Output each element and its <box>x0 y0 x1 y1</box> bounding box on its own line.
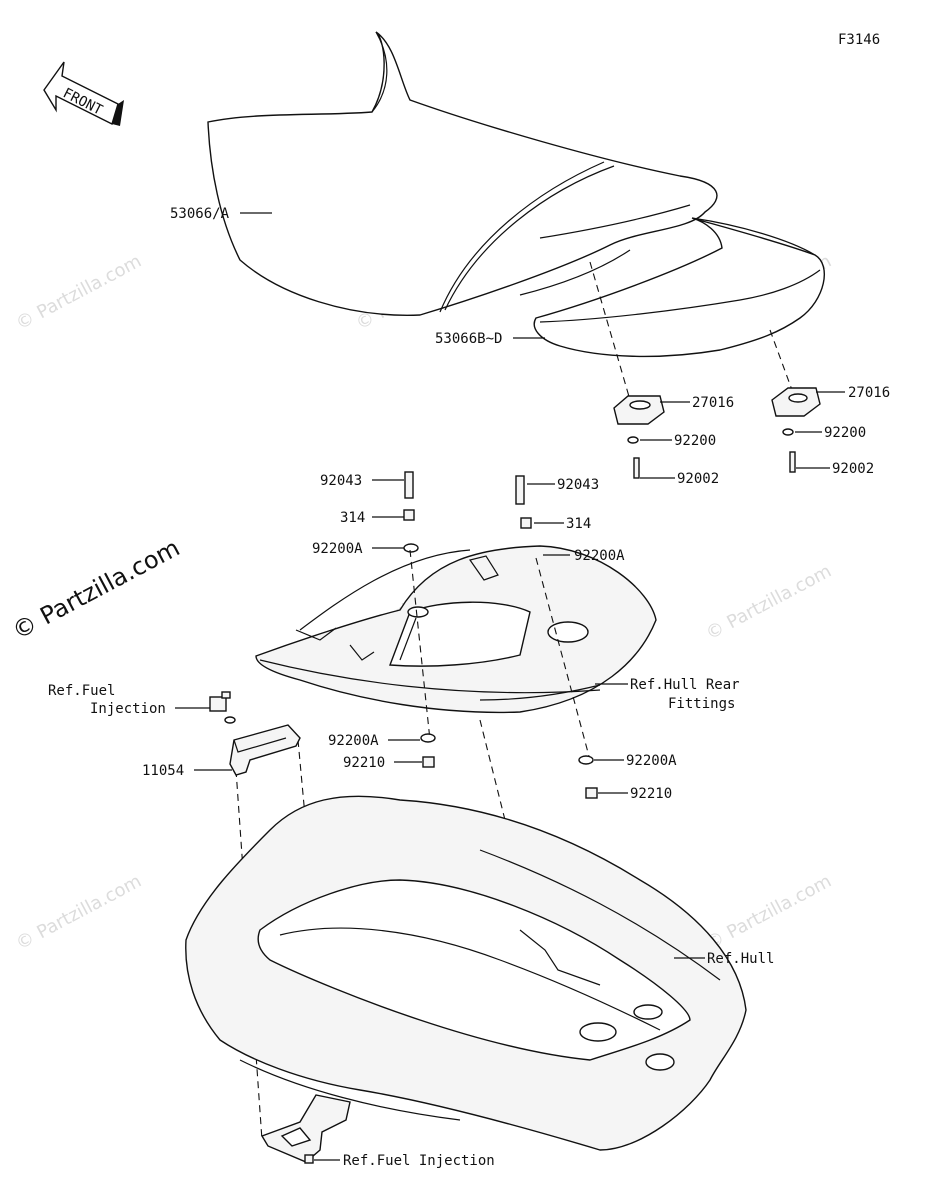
callout-hull-rear-fittings-2: Fittings <box>668 696 735 712</box>
nut-icon <box>403 509 415 521</box>
fuel-injection-bracket <box>260 1094 351 1164</box>
callout-92200a-right: 92200A <box>574 548 625 564</box>
seat-base-rear-fitting <box>255 545 657 714</box>
callout-92210-left: 92210 <box>343 755 385 771</box>
callout-labels: 53066/A 53066B~D 27016 27016 92200 92200… <box>48 206 890 1169</box>
callout-27016-left: 27016 <box>692 395 734 411</box>
nut-icon <box>422 756 435 768</box>
washer-icon <box>782 428 794 436</box>
callout-11054: 11054 <box>142 763 184 779</box>
callout-92002-right: 92002 <box>832 461 874 477</box>
nut-icon <box>585 787 598 799</box>
bracket-11054 <box>229 724 301 776</box>
watermark-main: © Partzilla.com <box>8 534 185 646</box>
callout-92200a-lower-left: 92200A <box>328 733 379 749</box>
callout-314-right: 314 <box>566 516 591 532</box>
bolt-icon <box>789 451 796 473</box>
stud-bolt-icon <box>404 471 414 499</box>
callout-92200-right: 92200 <box>824 425 866 441</box>
front-arrow-icon: FRONT <box>43 61 124 126</box>
callout-92200-left: 92200 <box>674 433 716 449</box>
callout-92043-left: 92043 <box>320 473 362 489</box>
stud-bolt-icon <box>515 475 525 505</box>
leader-lines <box>175 212 845 1161</box>
callout-92200a-lower-right: 92200A <box>626 753 677 769</box>
figure-code: F3146 <box>838 32 880 48</box>
dashed-guide <box>535 557 591 761</box>
hull <box>185 795 747 1151</box>
rubber-damper-left <box>613 395 665 425</box>
rubber-damper-right <box>771 387 821 417</box>
bolt-icon <box>633 457 640 479</box>
washer-icon <box>578 755 594 765</box>
callout-ref-hull: Ref.Hull <box>707 951 774 967</box>
washer-icon <box>224 716 236 724</box>
watermark-text: © Partzilla.com <box>702 561 835 645</box>
callout-fuel-injection-bottom: Ref.Fuel Injection <box>343 1153 495 1169</box>
callout-fuel-injection-top-1: Ref.Fuel <box>48 683 115 699</box>
callout-53066bd: 53066B~D <box>435 331 502 347</box>
bolt-icon <box>221 691 231 699</box>
callout-92043-right: 92043 <box>557 477 599 493</box>
dashed-guide <box>479 719 561 1041</box>
dashed-guide <box>409 549 431 741</box>
washer-icon <box>403 543 419 553</box>
washer-icon <box>420 733 436 743</box>
nut-icon <box>520 517 532 529</box>
callout-fuel-injection-top-2: Injection <box>90 701 166 717</box>
washer-icon <box>627 436 639 444</box>
callout-92210-right: 92210 <box>630 786 672 802</box>
callout-314-left: 314 <box>340 510 365 526</box>
fuel-part-icon <box>209 696 227 712</box>
watermark-text: © Partzilla.com <box>12 871 145 955</box>
watermark-text: © Partzilla.com <box>12 251 145 335</box>
watermark-text: © Partzilla.com <box>702 871 835 955</box>
callout-92002-left: 92002 <box>677 471 719 487</box>
callout-hull-rear-fittings-1: Ref.Hull Rear <box>630 677 740 693</box>
rear-seat <box>533 217 825 401</box>
front-seat <box>207 31 718 316</box>
callout-53066a: 53066/A <box>170 206 230 222</box>
callout-92200a-left: 92200A <box>312 541 363 557</box>
callout-27016-right: 27016 <box>848 385 890 401</box>
